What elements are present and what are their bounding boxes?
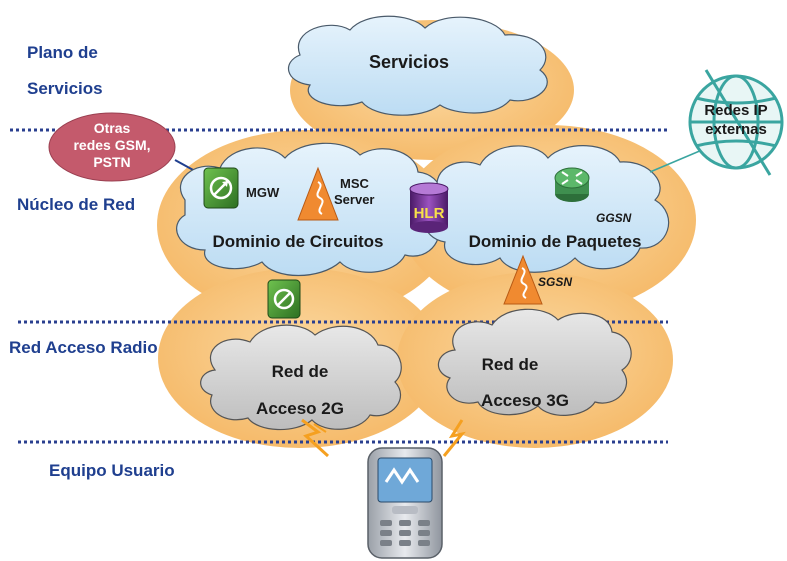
cloud-3g-line1: Red de <box>482 355 539 374</box>
otras-line3: PSTN <box>93 154 130 170</box>
radio-link-icon-2g <box>301 418 330 458</box>
ggsn-router-icon <box>554 167 590 202</box>
hlr-label: HLR <box>414 205 445 222</box>
ggsn-label: GGSN <box>596 211 632 225</box>
mgw-switch-icon-lower <box>267 279 301 319</box>
msc-line2: Server <box>334 192 374 207</box>
cloud-2g-line2: Acceso 2G <box>256 399 344 418</box>
msc-server-icon <box>297 166 339 221</box>
radio-link-icon-3g <box>442 419 466 457</box>
layer-label-equipo: Equipo Usuario <box>49 461 175 480</box>
redes-ip-line1: Redes IP <box>704 102 767 119</box>
hlr-database-icon <box>409 182 449 233</box>
cloud-3g <box>438 308 632 416</box>
cloud-circuitos-label: Dominio de Circuitos <box>213 232 384 251</box>
mgw-switch-icon <box>203 167 239 209</box>
layer-label-plano-line2: Servicios <box>27 79 103 98</box>
mgw-label: MGW <box>246 185 280 200</box>
layer-label-red-acceso: Red Acceso Radio <box>9 338 158 357</box>
layer-label-plano-line1: Plano de <box>27 43 98 62</box>
globe-icon <box>688 69 784 176</box>
cloud-3g-line2: Acceso 3G <box>481 391 569 410</box>
sgsn-icon <box>503 254 543 305</box>
redes-ip-line2: externas <box>705 121 767 138</box>
sgsn-label: SGSN <box>538 275 572 289</box>
cloud-paquetes <box>424 145 670 273</box>
layer-label-nucleo: Núcleo de Red <box>17 195 136 214</box>
cloud-servicios-label: Servicios <box>369 52 449 72</box>
link-ggsn-globe <box>649 149 703 173</box>
cloud-servicios <box>287 15 548 116</box>
cloud-paquetes-label: Dominio de Paquetes <box>469 232 642 251</box>
cloud-2g <box>200 324 402 431</box>
mobile-phone-icon <box>367 447 443 559</box>
otras-line1: Otras <box>94 120 131 136</box>
cloud-2g-line1: Red de <box>272 362 329 381</box>
msc-line1: MSC <box>340 176 370 191</box>
otras-line2: redes GSM, <box>73 137 150 153</box>
otras-redes-node <box>48 112 176 182</box>
